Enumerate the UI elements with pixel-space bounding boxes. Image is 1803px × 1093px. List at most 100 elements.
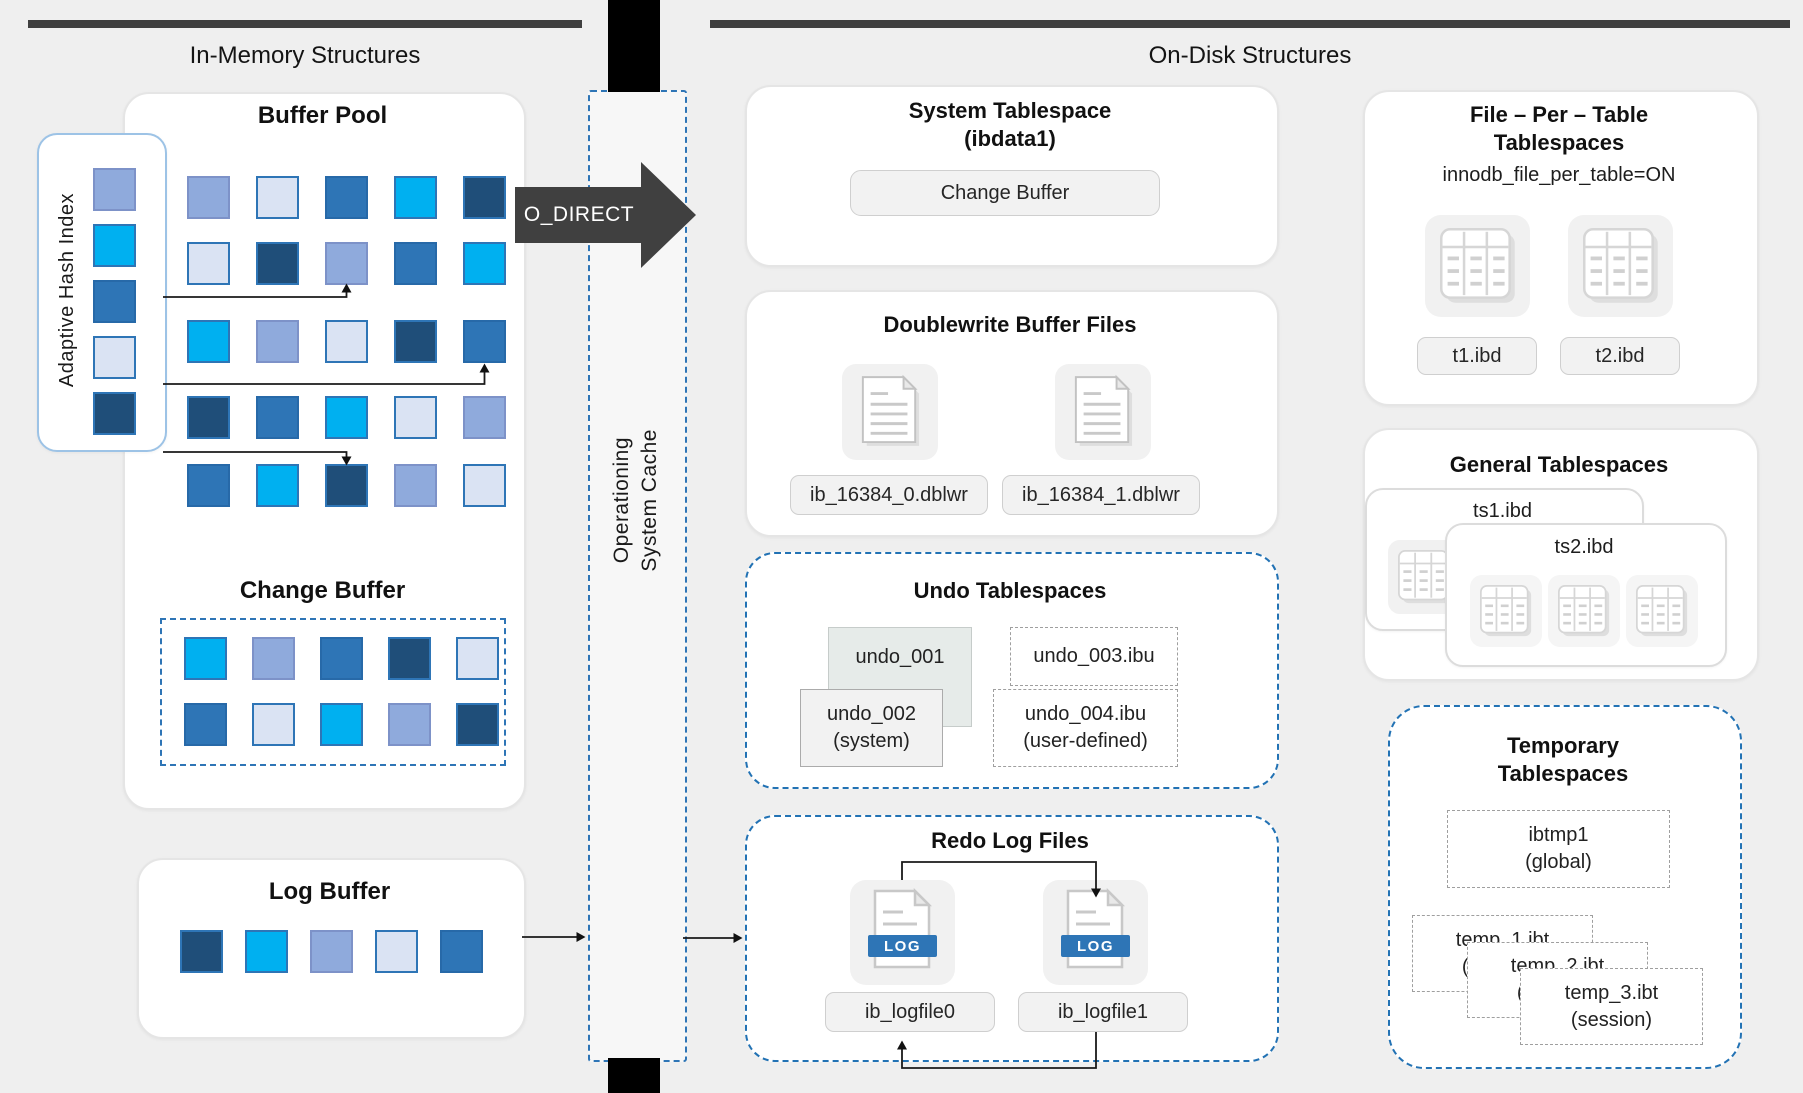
o-direct-label: O_DIRECT bbox=[523, 203, 635, 226]
document-icon bbox=[1072, 374, 1134, 450]
undo-tablespaces-title: Undo Tablespaces bbox=[913, 578, 1107, 603]
undo-004-box: undo_004.ibu (user-defined) bbox=[993, 689, 1178, 767]
log-badge: LOG bbox=[1061, 935, 1130, 957]
doublewrite-file-label: ib_16384_0.dblwr bbox=[790, 475, 988, 515]
page-square bbox=[440, 930, 483, 973]
page-square bbox=[394, 396, 437, 439]
ibtmp1-box: ibtmp1 (global) bbox=[1447, 810, 1670, 888]
ibd-file-label: t2.ibd bbox=[1560, 337, 1680, 375]
page-square bbox=[394, 320, 437, 363]
os-cache-bottom-cap bbox=[608, 1058, 660, 1093]
table-icon bbox=[1558, 585, 1610, 637]
page-square bbox=[252, 637, 295, 680]
page-square bbox=[187, 464, 230, 507]
page-square bbox=[256, 464, 299, 507]
system-change-buffer-box: Change Buffer bbox=[850, 170, 1160, 216]
temporary-title-2: Tablespaces bbox=[1497, 761, 1629, 786]
page-square bbox=[325, 320, 368, 363]
table-icon-tile bbox=[1626, 575, 1698, 647]
redo-log-file-label: ib_logfile0 bbox=[825, 992, 995, 1032]
adaptive-hash-index-label: Adaptive Hash Index bbox=[55, 193, 78, 388]
page-square bbox=[187, 396, 230, 439]
general-tablespaces-title: General Tablespaces bbox=[1449, 452, 1669, 477]
os-cache-strip bbox=[588, 90, 687, 1062]
change-buffer-grid bbox=[184, 637, 499, 746]
page-square bbox=[394, 464, 437, 507]
page-square bbox=[93, 168, 136, 211]
page-square bbox=[325, 242, 368, 285]
page-square bbox=[245, 930, 288, 973]
doublewrite-file-icon-tile bbox=[842, 364, 938, 460]
page-square bbox=[463, 464, 506, 507]
page-square bbox=[180, 930, 223, 973]
table-icon bbox=[1480, 585, 1532, 637]
square-row bbox=[184, 637, 499, 680]
change-buffer-title: Change Buffer bbox=[239, 577, 406, 604]
page-square bbox=[456, 703, 499, 746]
page-square bbox=[463, 396, 506, 439]
on-disk-header: On-Disk Structures bbox=[1148, 42, 1352, 69]
page-square bbox=[252, 703, 295, 746]
in-memory-rule bbox=[28, 20, 582, 28]
square-row bbox=[187, 396, 506, 439]
page-square bbox=[325, 464, 368, 507]
doublewrite-title: Doublewrite Buffer Files bbox=[883, 312, 1137, 337]
file-per-table-setting: innodb_file_per_table=ON bbox=[1442, 164, 1676, 186]
square-row bbox=[187, 176, 506, 219]
page-square bbox=[325, 176, 368, 219]
page-square bbox=[93, 336, 136, 379]
square-row bbox=[184, 703, 499, 746]
os-cache-top-cap bbox=[608, 0, 660, 92]
page-square bbox=[187, 320, 230, 363]
page-square bbox=[388, 637, 431, 680]
redo-log-icon-tile: LOG bbox=[850, 880, 955, 985]
page-square bbox=[187, 242, 230, 285]
page-square bbox=[256, 396, 299, 439]
page-square bbox=[310, 930, 353, 973]
page-square bbox=[184, 703, 227, 746]
table-icon-tile bbox=[1548, 575, 1620, 647]
page-square bbox=[93, 392, 136, 435]
undo-002-box: undo_002 (system) bbox=[800, 689, 943, 767]
file-per-table-title-2: Tablespaces bbox=[1493, 130, 1625, 155]
table-icon-tile bbox=[1470, 575, 1542, 647]
redo-log-title: Redo Log Files bbox=[931, 828, 1089, 853]
page-square bbox=[93, 224, 136, 267]
page-square bbox=[184, 637, 227, 680]
temporary-title-1: Temporary bbox=[1506, 733, 1620, 758]
buffer-pool-title: Buffer Pool bbox=[257, 102, 388, 129]
page-square bbox=[456, 637, 499, 680]
page-square bbox=[320, 703, 363, 746]
page-square bbox=[256, 242, 299, 285]
page-square bbox=[394, 176, 437, 219]
log-buffer-squares bbox=[180, 930, 483, 973]
log-file-icon bbox=[1064, 888, 1128, 970]
table-icon bbox=[1398, 550, 1452, 604]
in-memory-header: In-Memory Structures bbox=[189, 42, 421, 69]
table-icon bbox=[1636, 585, 1688, 637]
page-square bbox=[325, 396, 368, 439]
square-row bbox=[187, 464, 506, 507]
file-per-table-title-1: File – Per – Table bbox=[1469, 102, 1649, 127]
table-icon bbox=[1440, 228, 1516, 304]
redo-log-icon-tile: LOG bbox=[1043, 880, 1148, 985]
ibd-file-label: t1.ibd bbox=[1417, 337, 1537, 375]
table-icon bbox=[1583, 228, 1659, 304]
redo-log-panel bbox=[745, 815, 1279, 1062]
table-icon-tile bbox=[1425, 215, 1530, 317]
page-square bbox=[256, 176, 299, 219]
undo-003-box: undo_003.ibu bbox=[1010, 627, 1178, 686]
ts1-label: ts1.ibd bbox=[1473, 500, 1532, 522]
page-square bbox=[320, 637, 363, 680]
page-square bbox=[375, 930, 418, 973]
system-tablespace-subtitle: (ibdata1) bbox=[964, 126, 1056, 151]
page-square bbox=[394, 242, 437, 285]
page-square bbox=[256, 320, 299, 363]
log-badge: LOG bbox=[868, 935, 937, 957]
doublewrite-file-label: ib_16384_1.dblwr bbox=[1002, 475, 1200, 515]
system-tablespace-title: System Tablespace bbox=[908, 98, 1112, 123]
table-icon-tile bbox=[1568, 215, 1673, 317]
document-icon bbox=[859, 374, 921, 450]
square-row bbox=[187, 242, 506, 285]
